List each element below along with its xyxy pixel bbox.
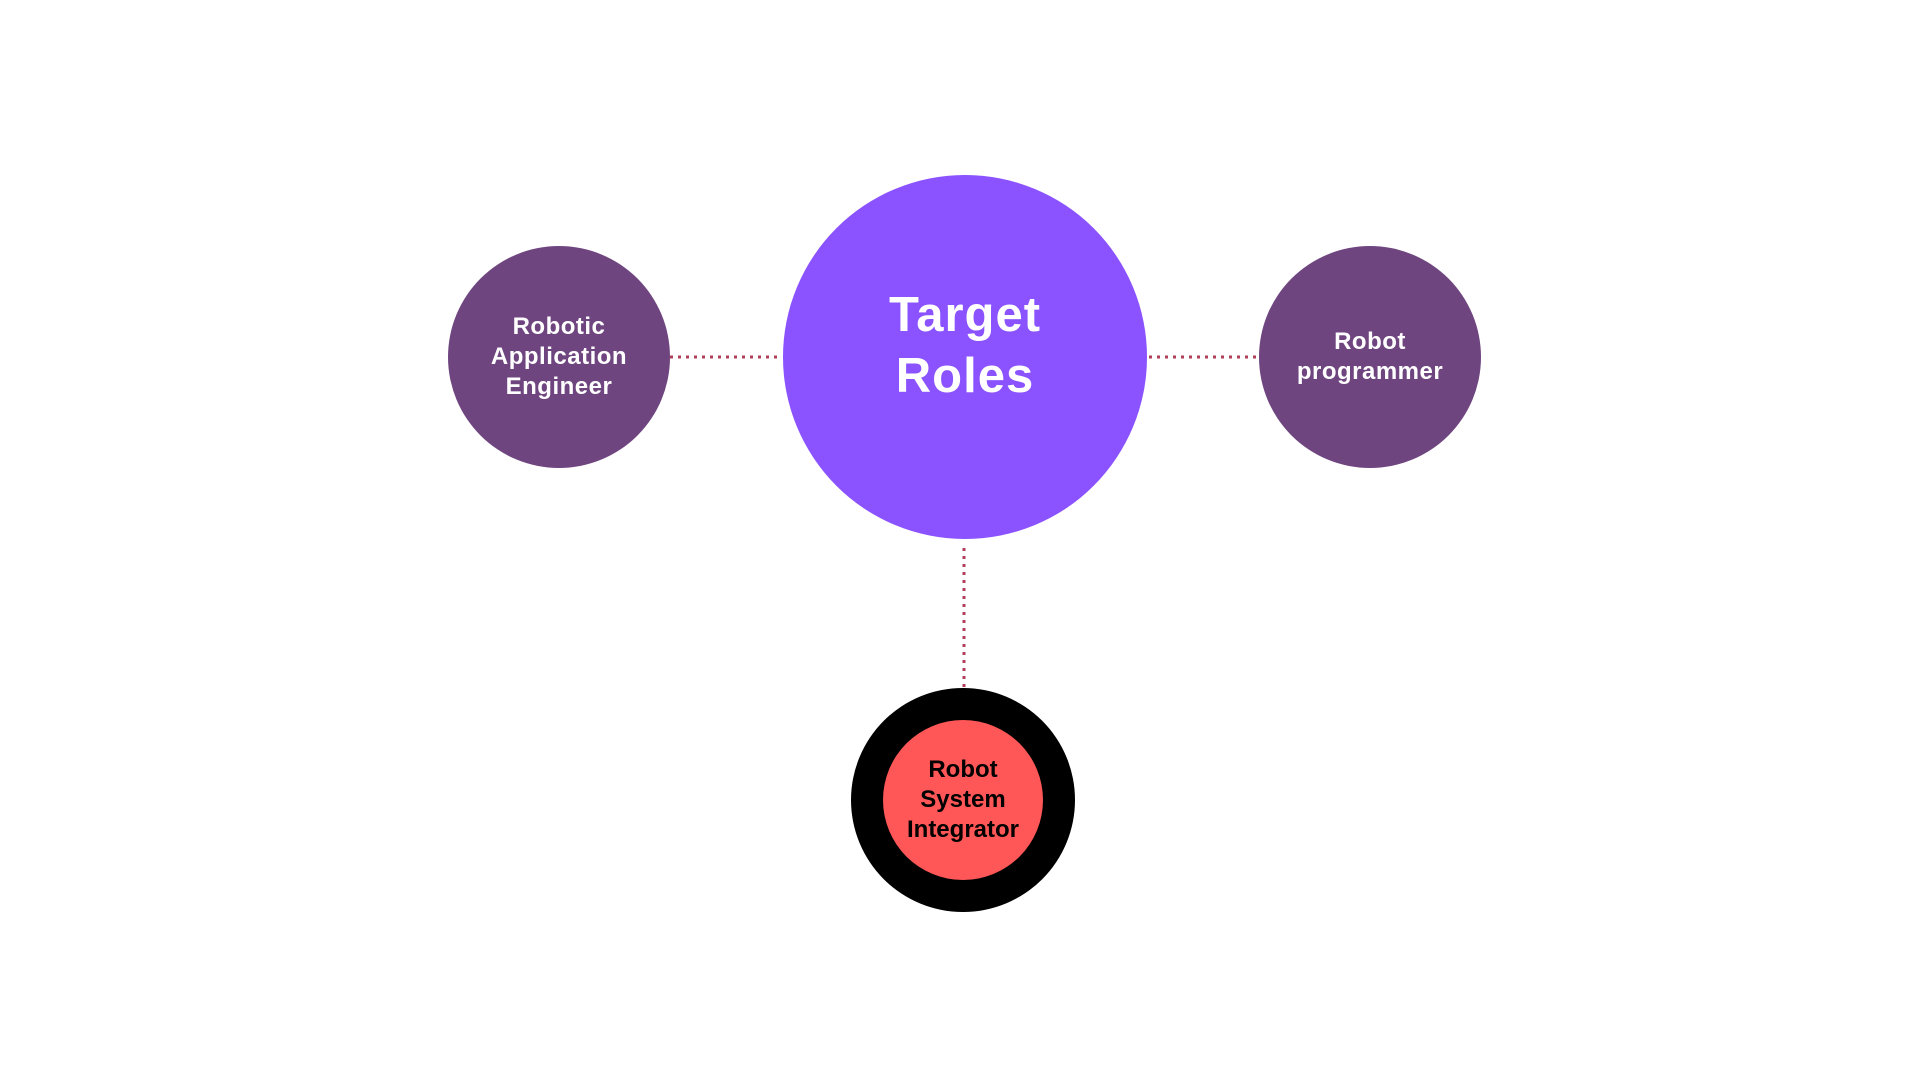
right-node-label: Robot programmer	[1296, 328, 1444, 385]
center-node-target-roles: Target Roles	[783, 175, 1147, 539]
node-robot-programmer: Robot programmer	[1259, 246, 1481, 468]
highlighted-node-inner: Robot System Integrator	[883, 720, 1043, 880]
center-node-label: Target Roles	[888, 288, 1042, 403]
node-robotic-application-engineer: Robotic Application Engineer	[448, 246, 670, 468]
bottom-node-label: Robot System Integrator	[906, 756, 1019, 843]
left-node-label: Robotic Application Engineer	[490, 313, 628, 400]
node-robot-system-integrator: Robot System Integrator	[851, 688, 1075, 912]
